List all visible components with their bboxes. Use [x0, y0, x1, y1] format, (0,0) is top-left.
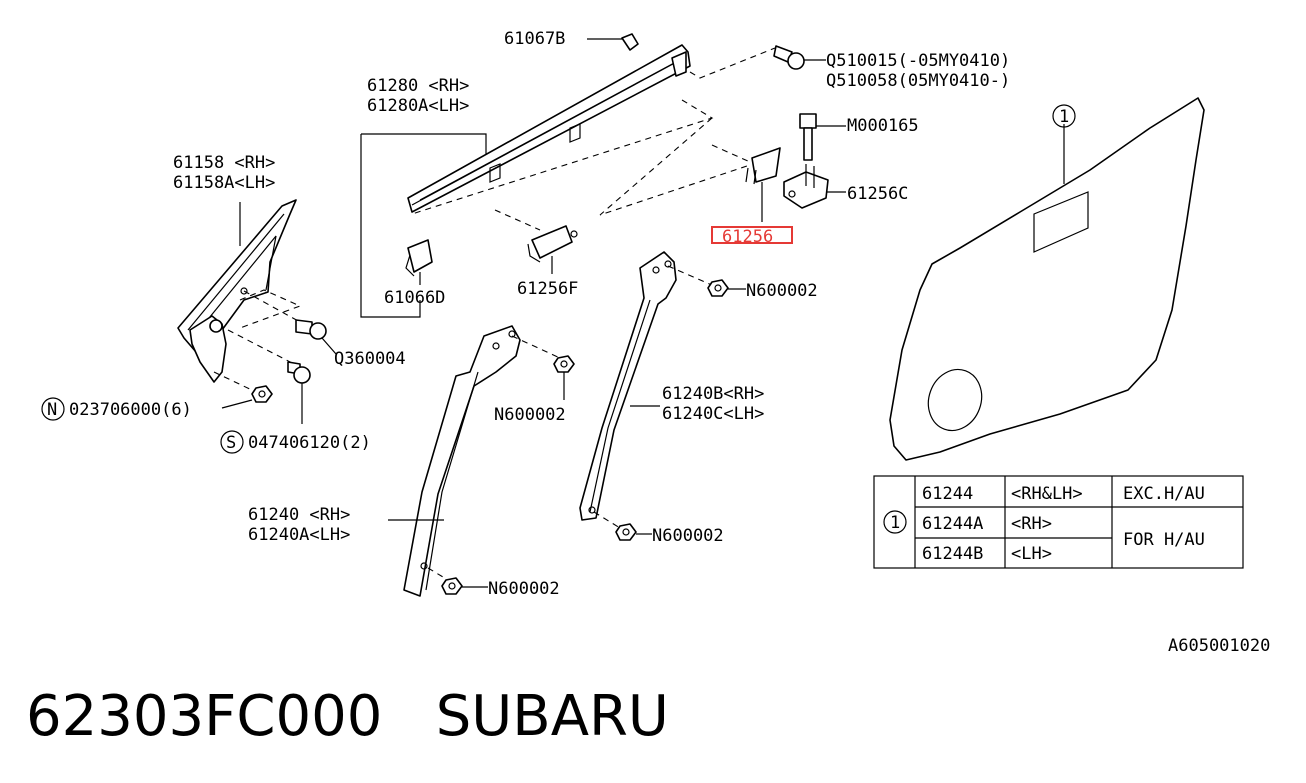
bolt-Q510015: [773, 45, 826, 70]
callout-M000165: M000165: [847, 116, 919, 136]
s-mark-circle: [220, 430, 244, 454]
dashed-guides-top: [411, 47, 776, 231]
table-row-1-note: EXC.H/AU: [1123, 484, 1205, 504]
nut-N600002-d: [615, 523, 652, 541]
marker-1-circle: [1052, 104, 1076, 128]
n-mark: N: [47, 400, 57, 420]
table-row-3-part: 61244B: [922, 544, 983, 564]
callout-61240: 61240 <RH>: [248, 505, 350, 525]
nut-N600002-a: [707, 279, 746, 297]
screw-047406120: [287, 361, 311, 424]
screw-61067B: [587, 33, 639, 51]
callout-61280A: 61280A<LH>: [367, 96, 469, 116]
callout-Q510058: Q510058(05MY0410-): [826, 71, 1010, 91]
table-row-2-part: 61244A: [922, 514, 983, 534]
weatherstrip-61280: [407, 44, 691, 213]
table-row-3-side: <LH>: [1011, 544, 1052, 564]
table-marker: 1: [890, 513, 900, 533]
dash-61240-bottom: [427, 567, 449, 581]
dash-61240B-bottom: [593, 511, 621, 529]
dashed-guides-left: [213, 289, 302, 393]
sash-61158: [177, 199, 297, 383]
glass-panel: [889, 97, 1205, 461]
bolt-M000165: [799, 113, 846, 161]
parts-table: [873, 475, 1244, 569]
leader-61280: [361, 133, 487, 154]
nut-N600002-b: [553, 355, 575, 400]
table-row-1-part: 61244: [922, 484, 973, 504]
clip-61256F: [527, 225, 578, 274]
footer-brand: SUBARU: [435, 684, 669, 749]
callout-61240C: 61240C<LH>: [662, 404, 764, 424]
dash-61240B-top: [667, 265, 715, 287]
channel-61240: [388, 325, 521, 597]
callout-Q360004: Q360004: [334, 349, 406, 369]
callout-023706000: 023706000(6): [69, 400, 192, 420]
callout-N600002-b: N600002: [494, 405, 566, 425]
bracket-61256C: [783, 164, 846, 209]
callout-61256C: 61256C: [847, 184, 908, 204]
clip-61066D: [405, 239, 433, 285]
callout-61240A: 61240A<LH>: [248, 525, 350, 545]
table-row-1-side: <RH&LH>: [1011, 484, 1083, 504]
channel-61240B: [579, 251, 677, 521]
drawing-reference-code: A605001020: [1168, 636, 1271, 656]
screw-Q360004: [295, 319, 337, 355]
callout-61066D: 61066D: [384, 288, 445, 308]
n-mark-circle: [41, 397, 65, 421]
callout-61067B: 61067B: [504, 29, 565, 49]
clip-61256: [745, 147, 781, 222]
highlight-box: [711, 226, 793, 244]
nut-N600002-c: [441, 577, 488, 595]
callout-61280: 61280 <RH>: [367, 76, 469, 96]
callout-N600002-c: N600002: [488, 579, 560, 599]
callout-61256F: 61256F: [517, 279, 578, 299]
footer-caption: 62303FC000 SUBARU: [26, 684, 669, 749]
callout-N600002-d: N600002: [652, 526, 724, 546]
bracket-61280: [360, 134, 421, 318]
callout-61158: 61158 <RH>: [173, 153, 275, 173]
table-row-2-note: FOR H/AU: [1123, 530, 1205, 550]
callout-N600002-a: N600002: [746, 281, 818, 301]
callout-Q510015: Q510015(-05MY0410): [826, 51, 1010, 71]
s-mark: S: [226, 433, 236, 453]
table-row-2-side: <RH>: [1011, 514, 1052, 534]
callout-61256-highlighted: 61256: [722, 227, 773, 247]
callout-047406120: 047406120(2): [248, 433, 371, 453]
callout-61240B: 61240B<RH>: [662, 384, 764, 404]
dash-61240-top: [511, 335, 561, 359]
callout-61158A: 61158A<LH>: [173, 173, 275, 193]
footer-part-number: 62303FC000: [26, 684, 383, 749]
nut-023706000: [221, 385, 273, 409]
marker-1: 1: [1059, 107, 1069, 127]
